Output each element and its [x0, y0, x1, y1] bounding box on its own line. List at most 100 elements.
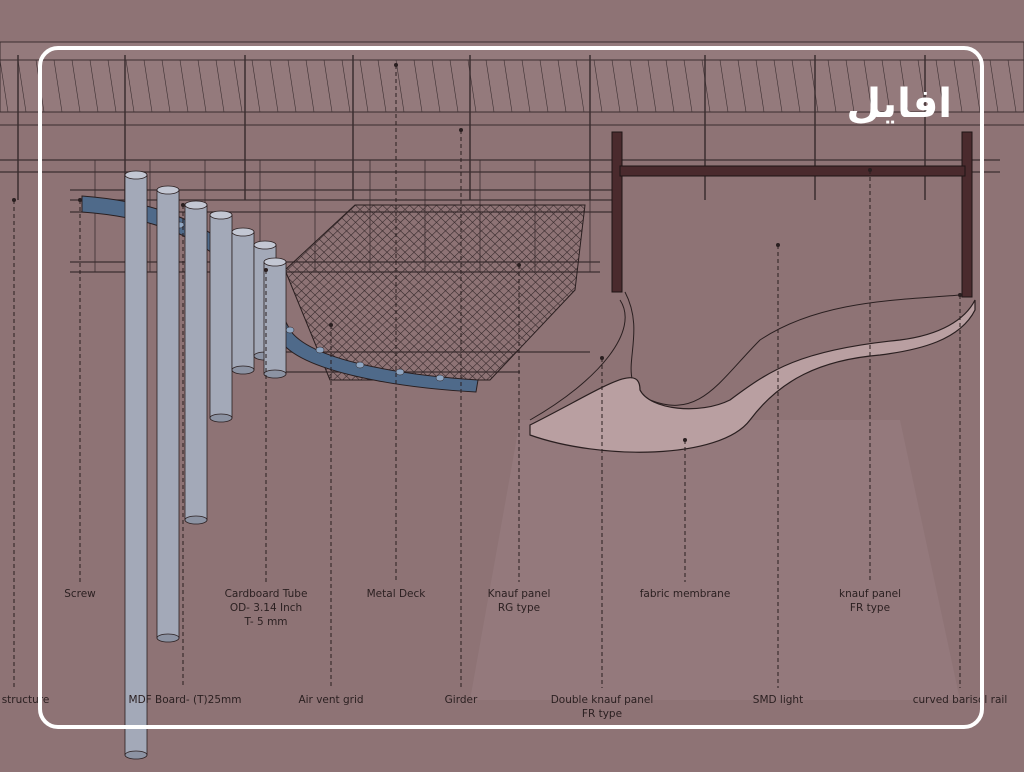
deck-rib — [971, 59, 981, 113]
mesh-line — [394, 205, 585, 380]
bracket-hole — [285, 326, 295, 334]
deck-rib — [575, 59, 585, 113]
cardboard-tube — [263, 261, 287, 375]
cardboard-tube — [231, 231, 255, 371]
deck-rib — [143, 59, 153, 113]
deck-rib — [215, 59, 225, 113]
tube-bottom — [156, 633, 180, 643]
mesh-line — [367, 205, 569, 380]
label-metal-deck: Metal Deck — [366, 588, 426, 600]
mesh-line — [538, 205, 585, 380]
label-curved-rail: curved barisol rail — [912, 694, 1008, 706]
leader-dot — [329, 323, 333, 327]
mesh-line — [493, 205, 585, 380]
deck-rib — [881, 59, 891, 113]
mesh-line — [331, 205, 533, 380]
mesh-line — [502, 205, 585, 380]
deck-rib — [377, 59, 387, 113]
mesh-line — [285, 205, 407, 380]
deck-rib — [269, 59, 279, 113]
deck-rib — [593, 59, 603, 113]
mesh-line — [340, 205, 542, 380]
label-knauf-rg: Knauf panel RG type — [419, 587, 619, 615]
label-mdf-board: MDF Board- (T)25mm — [128, 694, 242, 706]
mesh-line — [593, 200, 793, 390]
mesh-line — [403, 205, 585, 380]
deck-rib — [719, 59, 729, 113]
cardboard-tube — [156, 189, 180, 639]
mesh-line — [565, 205, 585, 380]
mesh-line — [611, 200, 811, 390]
label-roof-structure: f structure — [0, 694, 50, 706]
deck-rib — [899, 59, 909, 113]
mesh-line — [439, 205, 585, 380]
deck-rib — [179, 59, 189, 113]
leader-lines — [12, 63, 962, 688]
cardboard-tube — [124, 174, 148, 756]
mesh-line — [285, 205, 380, 380]
deck-rib — [845, 59, 855, 113]
mesh-line — [556, 205, 585, 380]
mesh-line — [285, 205, 443, 380]
label-double-knauf-line2: FR type — [581, 708, 623, 720]
deck-rib — [431, 59, 441, 113]
deck-rib — [665, 59, 675, 113]
leader-dot — [868, 168, 872, 172]
mesh-line — [683, 200, 883, 390]
deck-rib — [341, 59, 351, 113]
deck-rib — [107, 59, 117, 113]
mesh-line — [565, 205, 585, 380]
mesh-line — [285, 205, 434, 380]
deck-rib — [233, 59, 243, 113]
deck-rib — [1007, 59, 1017, 113]
light-haze — [470, 420, 960, 700]
mesh-line — [547, 205, 585, 380]
mesh-line — [313, 205, 515, 380]
deck-rib — [0, 59, 9, 113]
deck-rib — [287, 59, 297, 113]
label-cardboard-tube-line3: T- 5 mm — [244, 616, 288, 628]
tube-top — [124, 170, 148, 180]
deck-rib — [611, 59, 621, 113]
deck-rib — [449, 59, 459, 113]
deck-rib — [737, 59, 747, 113]
deck-rib — [557, 59, 567, 113]
mesh-line — [285, 205, 362, 380]
mesh-line — [412, 205, 585, 380]
deck-rib — [683, 59, 693, 113]
leader-dot — [181, 203, 185, 207]
mesh-line — [755, 200, 955, 390]
label-fabric-membrane: fabric membrane — [639, 588, 731, 600]
deck-rib — [935, 59, 945, 113]
mesh-line — [511, 205, 585, 380]
mesh-line — [755, 200, 955, 390]
deck-rib — [197, 59, 207, 113]
tube-top — [156, 185, 180, 195]
label-screw: Screw — [64, 588, 96, 600]
deck-rib — [503, 59, 513, 113]
tube-top — [184, 200, 208, 210]
mesh-line — [466, 205, 585, 380]
cardboard-tube — [209, 214, 233, 419]
label-double-knauf-line1: Double knauf panel — [550, 694, 654, 706]
deck-rib — [89, 59, 99, 113]
deck-rib — [773, 59, 783, 113]
tube-bottom — [209, 413, 233, 423]
deck-rib — [827, 59, 837, 113]
mesh-line — [683, 200, 883, 390]
mesh-line — [556, 205, 585, 380]
leader-dot — [459, 128, 463, 132]
tube-top — [263, 257, 287, 267]
deck-rib — [359, 59, 369, 113]
mesh-line — [285, 205, 452, 380]
deck-rib — [305, 59, 315, 113]
mesh-line — [358, 205, 560, 380]
mesh-line — [322, 205, 524, 380]
tube-top — [231, 227, 255, 237]
mesh-line — [746, 200, 946, 390]
cardboard-tubes — [124, 170, 287, 760]
label-air-vent-grid: Air vent grid — [298, 694, 364, 706]
deck-rib — [251, 59, 261, 113]
deck-rib — [701, 59, 711, 113]
